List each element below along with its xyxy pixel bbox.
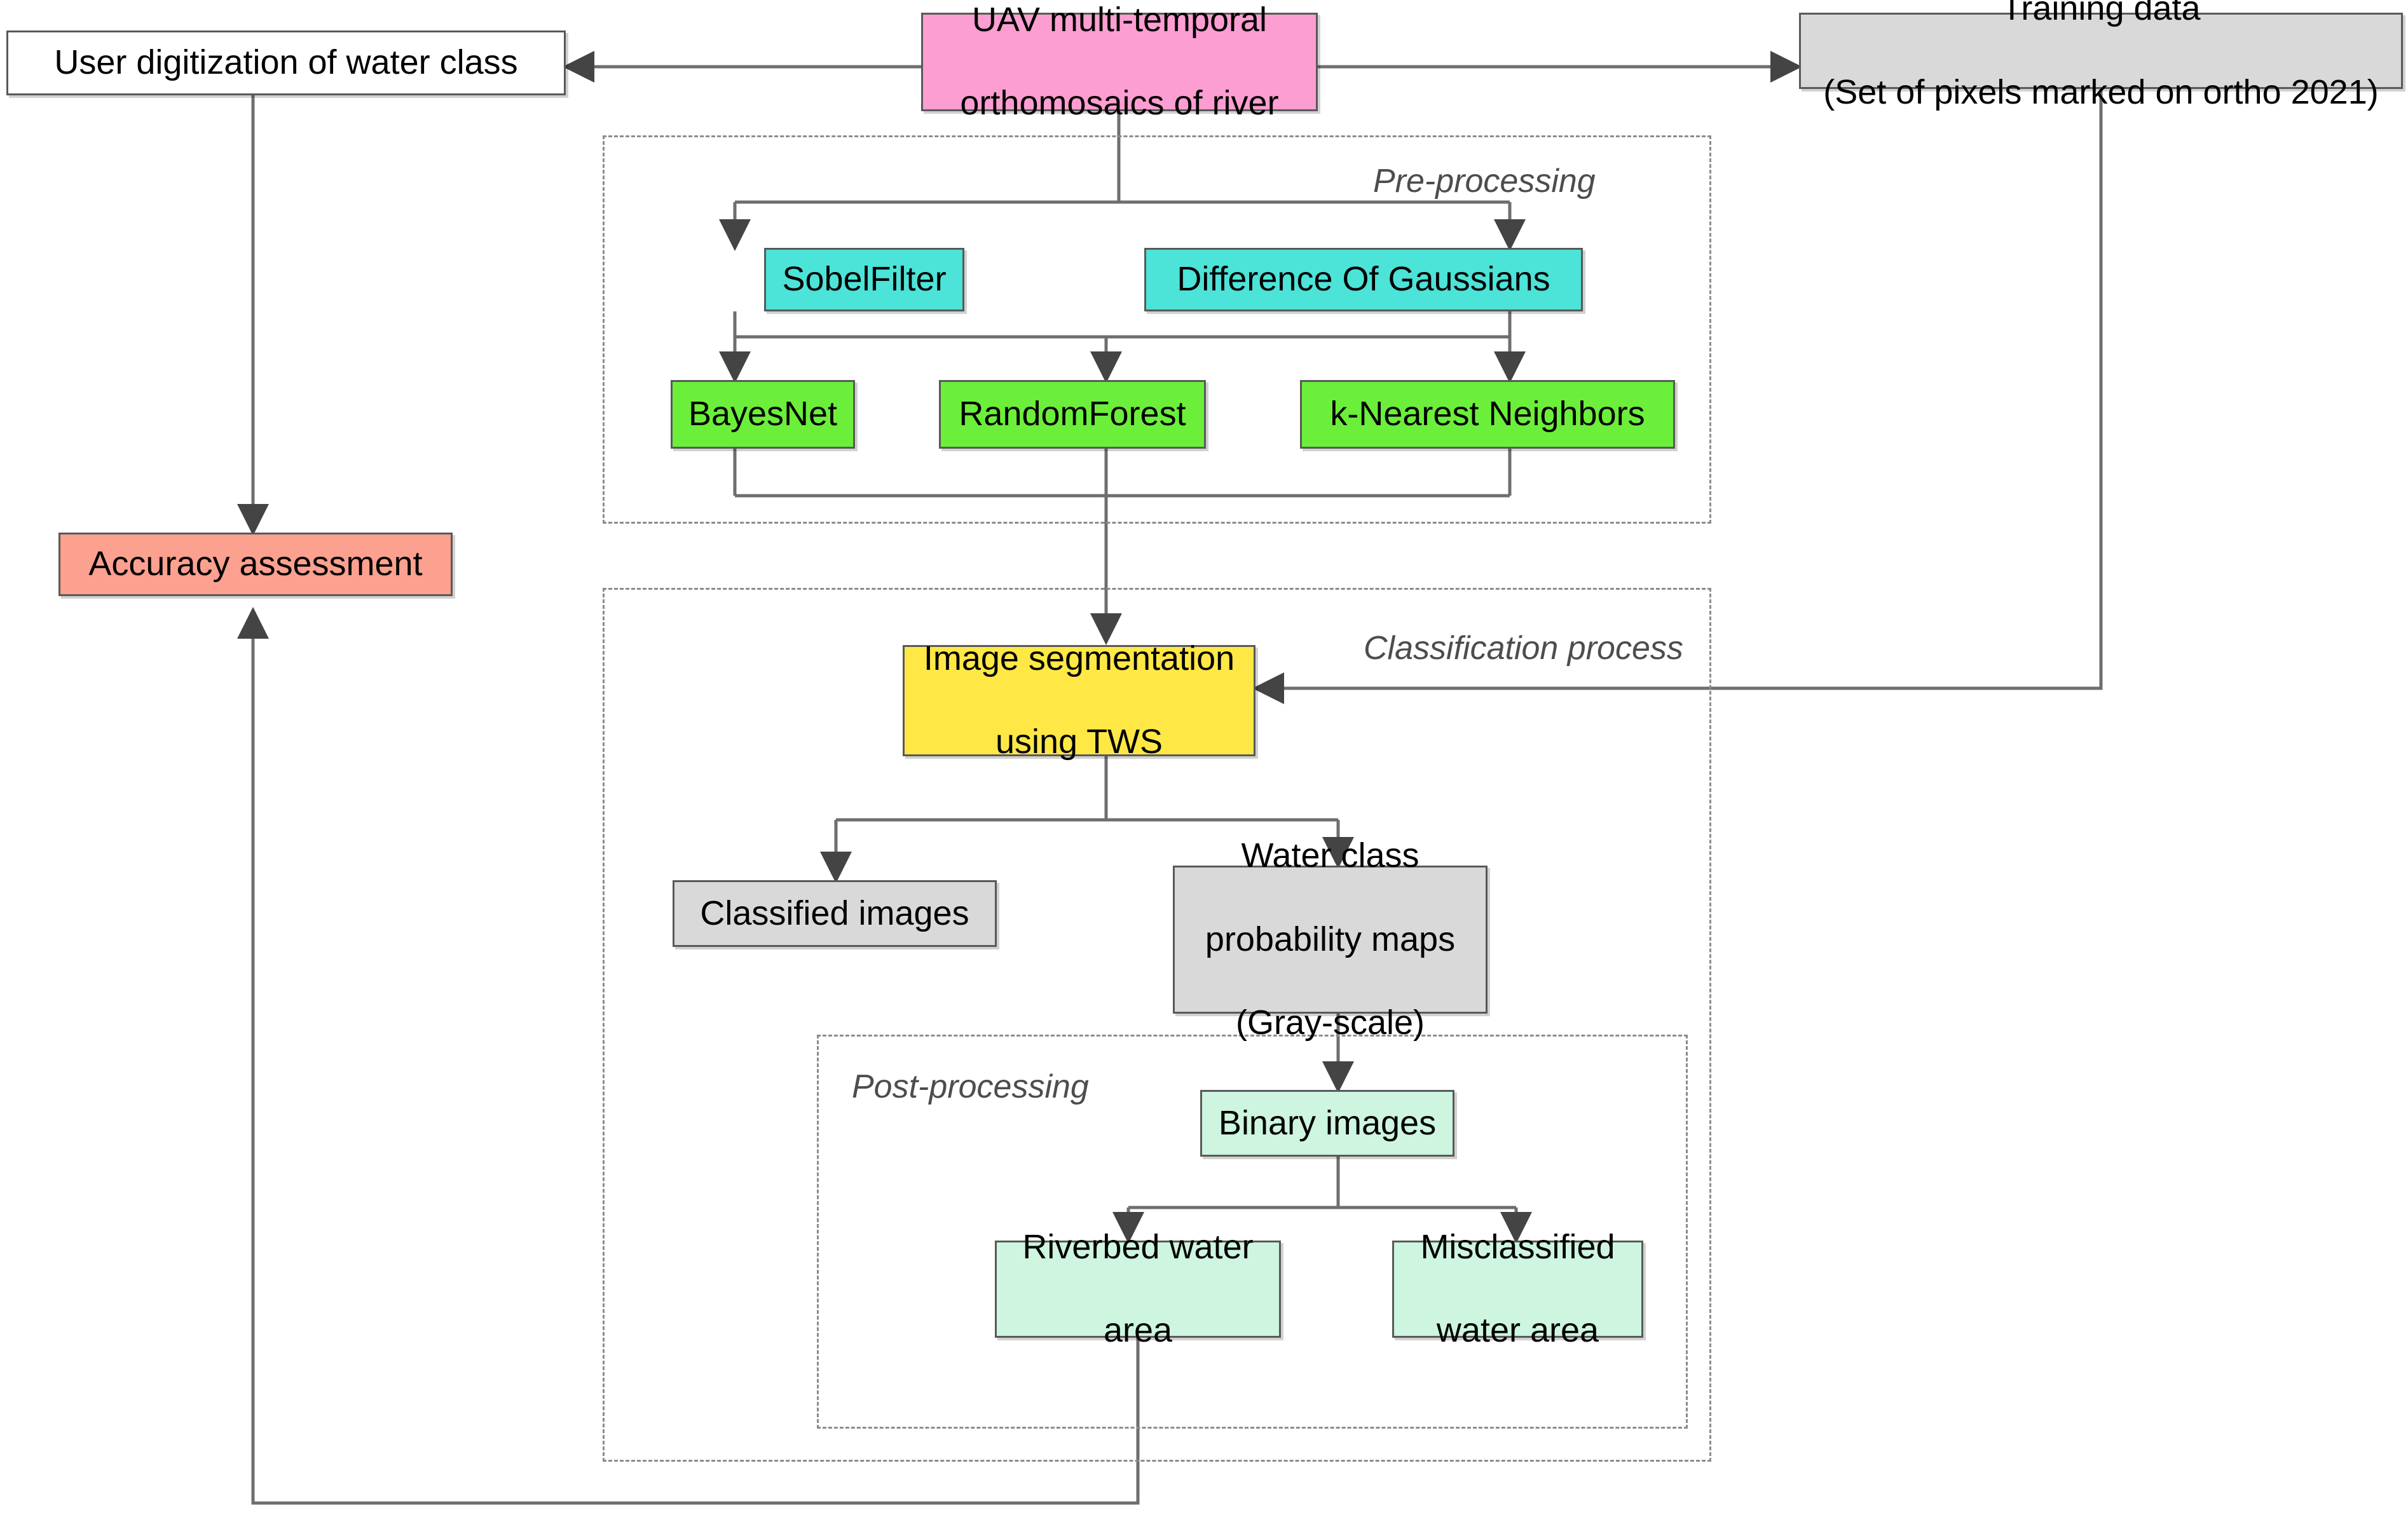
node-misclassified-water-area[interactable]: Misclassified water area (1392, 1228, 1643, 1349)
group-classification-process (603, 588, 1711, 1462)
group-label-post-processing: Post-processing (852, 1068, 1089, 1105)
node-riverbed-water-area-label: Riverbed water area (1006, 1227, 1270, 1352)
node-sobel-filter-label: SobelFilter (782, 260, 947, 299)
node-water-class-probability-maps-label: Water class probability maps (Gray-scale… (1184, 835, 1477, 1044)
misclassified-line-1: Misclassified (1420, 1227, 1615, 1266)
misclassified-line-2: water area (1436, 1311, 1599, 1350)
node-classified-images[interactable]: Classified images (673, 880, 997, 947)
node-bayesnet-label: BayesNet (688, 395, 838, 433)
group-pre-processing (603, 135, 1711, 524)
node-user-digitization-label: User digitization of water class (54, 43, 518, 82)
node-k-nearest-neighbors-label: k-Nearest Neighbors (1330, 395, 1645, 433)
node-user-digitization[interactable]: User digitization of water class (6, 31, 566, 95)
node-binary-images-label: Binary images (1218, 1103, 1437, 1142)
node-uav-orthomosaics-label: UAV multi-temporal orthomosaics of river (932, 0, 1307, 125)
riverbed-line-2: area (1103, 1311, 1173, 1350)
node-image-segmentation-tws-label: Image segmentation using TWS (913, 638, 1245, 764)
probmaps-line-3: (Gray-scale) (1235, 1003, 1425, 1042)
training-line-1: Training data (2001, 0, 2201, 28)
node-binary-images[interactable]: Binary images (1200, 1090, 1454, 1157)
tws-line-1: Image segmentation (923, 639, 1235, 677)
node-uav-orthomosaics[interactable]: UAV multi-temporal orthomosaics of river (921, 1, 1318, 122)
node-randomforest-label: RandomForest (959, 395, 1186, 433)
node-accuracy-assessment[interactable]: Accuracy assessment (58, 533, 453, 596)
node-misclassified-water-area-label: Misclassified water area (1403, 1227, 1632, 1352)
node-classified-images-label: Classified images (700, 894, 969, 932)
node-riverbed-water-area[interactable]: Riverbed water area (995, 1228, 1281, 1349)
probmaps-line-1: Water class (1241, 836, 1419, 874)
training-line-2: (Set of pixels marked on ortho 2021) (1823, 72, 2379, 111)
uav-line-2: orthomosaics of river (960, 84, 1279, 123)
group-post-processing (817, 1035, 1688, 1429)
node-k-nearest-neighbors[interactable]: k-Nearest Neighbors (1300, 380, 1675, 449)
node-bayesnet[interactable]: BayesNet (671, 380, 855, 449)
node-difference-of-gaussians[interactable]: Difference Of Gaussians (1144, 248, 1583, 311)
node-randomforest[interactable]: RandomForest (939, 380, 1206, 449)
node-difference-of-gaussians-label: Difference Of Gaussians (1177, 260, 1550, 299)
group-label-pre-processing: Pre-processing (1373, 163, 1596, 200)
node-sobel-filter[interactable]: SobelFilter (764, 248, 964, 311)
probmaps-line-2: probability maps (1205, 920, 1456, 958)
group-label-classification-process: Classification process (1364, 630, 1683, 667)
node-water-class-probability-maps[interactable]: Water class probability maps (Gray-scale… (1173, 836, 1488, 1042)
tws-line-2: using TWS (995, 723, 1163, 761)
node-training-data[interactable]: Training data (Set of pixels marked on o… (1799, 0, 2403, 111)
node-image-segmentation-tws[interactable]: Image segmentation using TWS (903, 639, 1255, 761)
node-training-data-label: Training data (Set of pixels marked on o… (1810, 0, 2392, 114)
node-accuracy-assessment-label: Accuracy assessment (88, 545, 423, 583)
uav-line-1: UAV multi-temporal (971, 0, 1268, 39)
riverbed-line-1: Riverbed water (1022, 1227, 1254, 1266)
